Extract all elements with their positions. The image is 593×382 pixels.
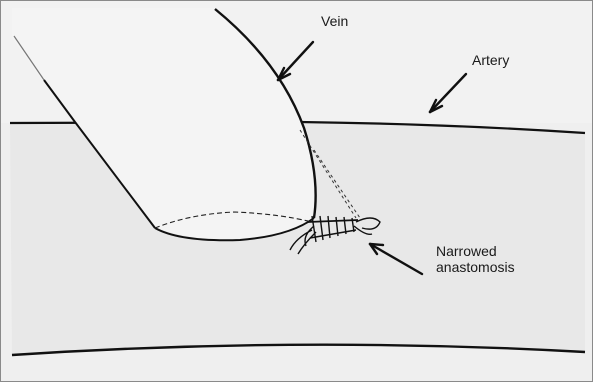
label-artery: Artery (472, 52, 509, 68)
label-narrowed-line1: Narrowed (436, 243, 515, 259)
label-narrowed-line2: anastomosis (436, 259, 515, 275)
label-vein: Vein (321, 13, 348, 29)
label-narrowed-anastomosis: Narrowed anastomosis (436, 243, 515, 275)
